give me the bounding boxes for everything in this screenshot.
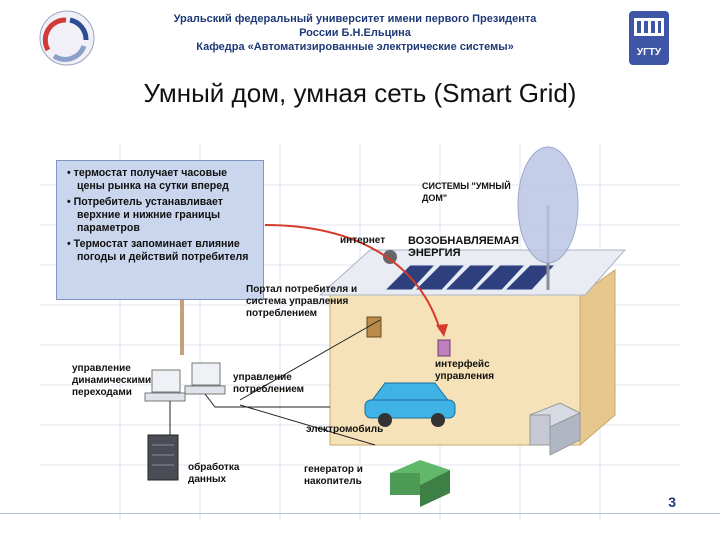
computer-icon-2 [184,362,226,395]
header-line-3: Кафедра «Автоматизированные электрически… [196,41,514,53]
generator-icon [390,460,450,507]
satellite-dish-icon [383,250,397,264]
label-consumption-control: управление потреблением [233,372,305,395]
label-dynamic-control: управление динамическими переходами [72,363,152,398]
right-logo-text: УГТУ [637,47,662,58]
slide-number: 3 [668,494,676,510]
wind-turbine-rotor [517,146,579,264]
label-generator: генератор и накопитель [304,464,363,487]
label-data-processing: обработка данных [188,462,240,485]
computer-icon-1 [144,369,186,402]
bullet-item: • Термостат запоминает влияние погоды и … [67,238,249,263]
bullet-item: • Потребитель устанавливает верхние и ни… [67,196,223,234]
slide-title: Умный дом, умная сеть (Smart Grid) [143,78,577,108]
smart-grid-illustration [40,145,680,520]
solar-panels [383,264,557,291]
label-internet: интернет [340,235,386,246]
footer-divider [0,513,720,514]
label-portal: Портал потребителя и система управления … [246,284,358,319]
label-renewable-energy: ВОЗОБНАВЛЯЕМАЯ ЭНЕРГИЯ [408,235,519,259]
bullet-list-panel: • термостат получает часовые цены рынка … [56,160,264,300]
utility-pole [180,295,184,355]
house-wall-side [579,269,616,447]
header-line-1: Уральский федеральный университет имени … [173,13,537,25]
hvac-unit-icon [528,402,582,456]
bullet-item: • термостат получает часовые цены рынка … [67,167,229,192]
right-logo: УГТУ [628,10,670,66]
electric-car-icon [364,382,456,427]
header-line-2: России Б.Н.Ельцина [299,27,411,39]
label-electric-car: электромобиль [306,424,384,435]
server-rack-icon [147,434,179,481]
info-arrow [264,224,441,331]
label-smart-home-systems: СИСТЕМЫ "УМНЫЙ ДОМ" [422,181,511,203]
label-interface: интерфейс управления [435,359,495,382]
left-logo [28,8,106,68]
university-header: Уральский федеральный университет имени … [120,12,590,54]
interface-device-icon [437,339,451,357]
portal-device-icon [366,316,382,338]
